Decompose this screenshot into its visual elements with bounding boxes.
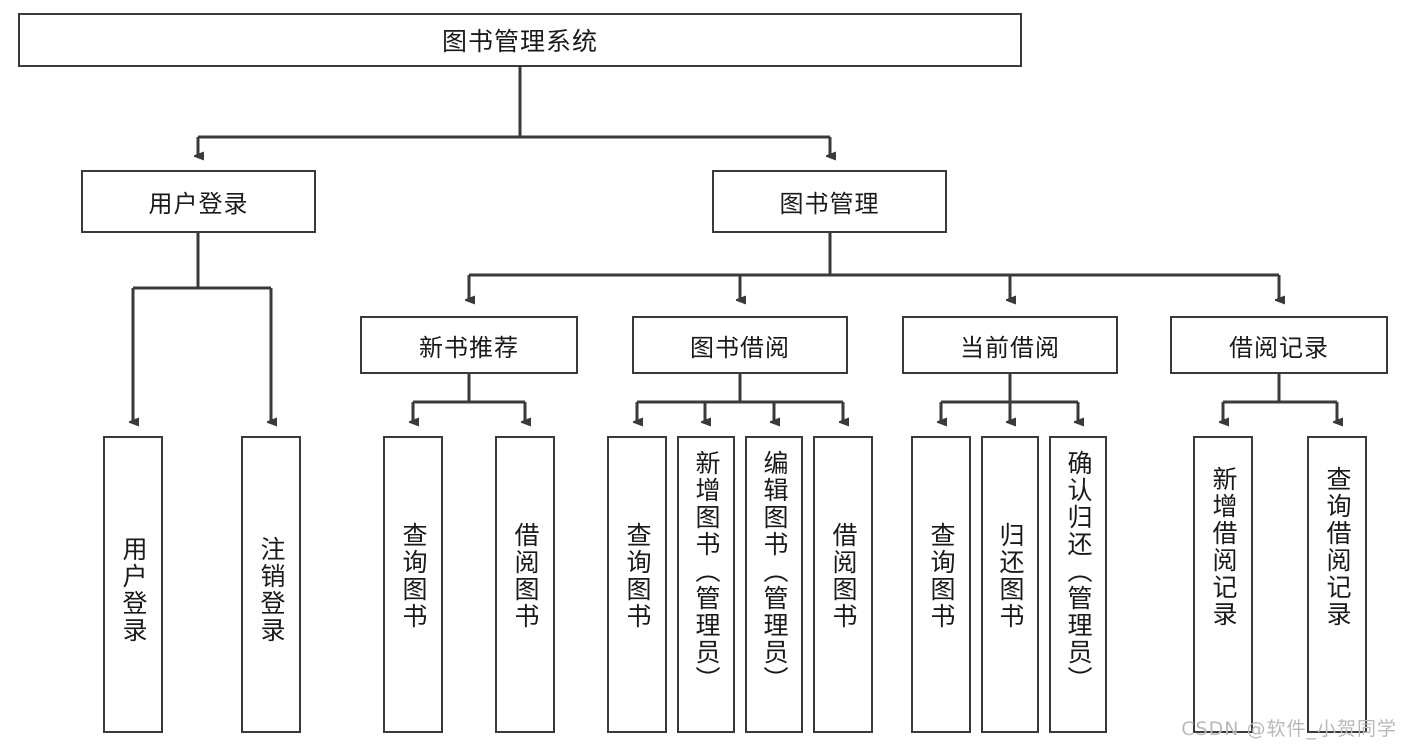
leaf-label: 编辑图书（管理员） [760, 450, 789, 693]
node-label: 图书借阅 [690, 333, 790, 362]
leaf-current-return-book[interactable]: 归还图书 [981, 436, 1039, 733]
leaf-borrow-query-book[interactable]: 查询图书 [607, 436, 667, 733]
node-label: 用户登录 [148, 190, 249, 218]
leaf-label: 用户登录 [119, 536, 148, 644]
leaf-current-confirm-return-admin[interactable]: 确认归还（管理员） [1049, 436, 1107, 733]
node-book-management[interactable]: 图书管理 [712, 170, 947, 233]
node-current-borrow[interactable]: 当前借阅 [902, 316, 1118, 374]
leaf-label: 新增图书（管理员） [692, 450, 721, 693]
leaf-new-book-borrow[interactable]: 借阅图书 [495, 436, 555, 733]
leaf-borrow-add-book-admin[interactable]: 新增图书（管理员） [677, 436, 735, 733]
node-label: 新书推荐 [419, 333, 519, 362]
leaf-label: 借阅图书 [511, 522, 540, 630]
leaf-current-query-book[interactable]: 查询图书 [911, 436, 971, 733]
node-label: 当前借阅 [960, 333, 1060, 362]
leaf-user-login-signin[interactable]: 用户登录 [103, 436, 163, 733]
leaf-label: 借阅图书 [829, 522, 858, 630]
node-book-borrow[interactable]: 图书借阅 [632, 316, 848, 374]
leaf-borrow-borrow-book[interactable]: 借阅图书 [813, 436, 873, 733]
node-root-system[interactable]: 图书管理系统 [18, 13, 1022, 67]
leaf-new-book-query[interactable]: 查询图书 [383, 436, 443, 733]
leaf-label: 新增借阅记录 [1209, 466, 1238, 628]
leaf-borrow-edit-book-admin[interactable]: 编辑图书（管理员） [745, 436, 803, 733]
node-label: 借阅记录 [1229, 333, 1329, 362]
leaf-label: 查询图书 [927, 522, 956, 630]
node-borrow-records[interactable]: 借阅记录 [1170, 316, 1388, 374]
leaf-records-add-record[interactable]: 新增借阅记录 [1193, 436, 1253, 733]
leaf-records-query-record[interactable]: 查询借阅记录 [1307, 436, 1367, 733]
leaf-label: 确认归还（管理员） [1064, 450, 1093, 693]
leaf-user-login-signout[interactable]: 注销登录 [241, 436, 301, 733]
node-new-book-recommend[interactable]: 新书推荐 [360, 316, 578, 374]
leaf-label: 归还图书 [996, 522, 1025, 630]
leaf-label: 查询图书 [623, 522, 652, 630]
node-label: 图书管理系统 [441, 27, 598, 56]
leaf-label: 注销登录 [257, 536, 286, 644]
node-user-login[interactable]: 用户登录 [81, 170, 316, 233]
node-label: 图书管理 [779, 190, 880, 218]
leaf-label: 查询图书 [399, 522, 428, 630]
leaf-label: 查询借阅记录 [1323, 466, 1352, 628]
